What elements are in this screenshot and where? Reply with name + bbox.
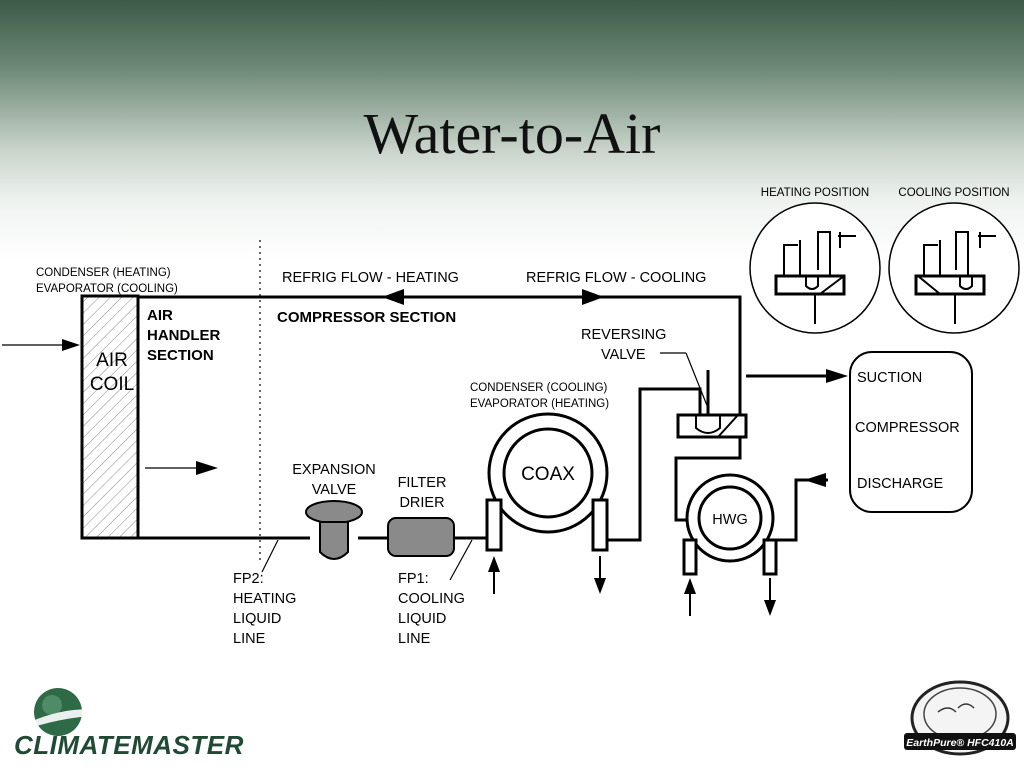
fp1-line-1: FP1: bbox=[398, 571, 429, 587]
expansion-valve-body bbox=[319, 521, 349, 560]
expansion-label-1: EXPANSION bbox=[292, 462, 376, 478]
air-coil-label-2: COIL bbox=[90, 374, 134, 395]
coax-to-reversing-line bbox=[607, 387, 702, 542]
evaporator-cooling-label: EVAPORATOR (COOLING) bbox=[36, 283, 178, 295]
condenser-heating-label: CONDENSER (HEATING) bbox=[36, 267, 171, 279]
cooling-position-inset bbox=[888, 202, 1020, 334]
cooling-position-label: COOLING POSITION bbox=[898, 187, 1009, 199]
air-coil bbox=[80, 294, 140, 540]
hwg-label: HWG bbox=[712, 512, 747, 528]
filter-label-2: DRIER bbox=[399, 495, 444, 511]
air-in-arrowhead bbox=[62, 339, 80, 351]
expansion-label-2: VALVE bbox=[312, 482, 357, 498]
coax-water-in-arrowhead bbox=[488, 556, 500, 572]
refrig-flow-cooling-label: REFRIG FLOW - COOLING bbox=[526, 270, 706, 286]
coax-label: COAX bbox=[521, 464, 575, 485]
flow-cooling-arrowhead bbox=[582, 289, 604, 305]
fp2-line-1: FP2: bbox=[233, 571, 264, 587]
fp2-line-4: LINE bbox=[233, 631, 266, 647]
fp2-leader bbox=[261, 539, 279, 573]
reversing-valve-leader bbox=[685, 352, 709, 409]
climatemaster-logo: CLIMATEMASTER bbox=[14, 730, 244, 760]
air-out-arrowhead bbox=[196, 461, 218, 475]
air-handler-label-1: AIR bbox=[147, 307, 173, 324]
filter-drier bbox=[387, 517, 455, 557]
reversing-label-1: REVERSING bbox=[581, 327, 666, 343]
expansion-valve-cap bbox=[305, 500, 363, 524]
discharge-line bbox=[776, 478, 828, 542]
fp2-line-2: HEATING bbox=[233, 591, 296, 607]
fp1-leader bbox=[449, 539, 473, 581]
fp1-line-3: LIQUID bbox=[398, 611, 446, 627]
coax-right-pipe bbox=[591, 498, 609, 552]
fp2-line-3: LIQUID bbox=[233, 611, 281, 627]
hwg-left-pipe bbox=[682, 538, 698, 576]
filter-label-1: FILTER bbox=[398, 475, 447, 491]
coax-evaporator-label: EVAPORATOR (HEATING) bbox=[470, 398, 609, 410]
heating-position-label: HEATING POSITION bbox=[761, 187, 869, 199]
slide-title: Water-to-Air bbox=[363, 101, 661, 166]
coax-condenser-label: CONDENSER (COOLING) bbox=[470, 382, 608, 394]
coax-left-pipe bbox=[485, 498, 503, 552]
air-coil-label-1: AIR bbox=[96, 350, 128, 371]
air-handler-label-2: HANDLER bbox=[147, 327, 220, 344]
coax-water-out-arrowhead bbox=[594, 578, 606, 594]
reversing-valve-slash bbox=[717, 414, 739, 438]
compressor-section-label: COMPRESSOR SECTION bbox=[277, 309, 456, 326]
reversing-valve-slider bbox=[695, 415, 721, 434]
fp1-line-2: COOLING bbox=[398, 591, 465, 607]
hwg-right-pipe bbox=[762, 538, 778, 576]
reversing-to-hwg-line bbox=[674, 437, 742, 522]
discharge-arrowhead bbox=[804, 473, 826, 487]
compressor-label: COMPRESSOR bbox=[855, 420, 960, 436]
air-handler-label-3: SECTION bbox=[147, 347, 214, 364]
refrig-flow-heating-label: REFRIG FLOW - HEATING bbox=[282, 270, 459, 286]
hwg-inner bbox=[697, 485, 763, 551]
hwg-water-in-arrowhead bbox=[684, 578, 696, 594]
earthpure-badge-text: EarthPure® HFC410A bbox=[906, 737, 1014, 749]
earthpure-badge: EarthPure® HFC410A bbox=[904, 680, 1016, 756]
discharge-label: DISCHARGE bbox=[857, 476, 944, 492]
hwg-water-out-arrowhead bbox=[764, 600, 776, 616]
compressor-box bbox=[849, 351, 973, 513]
reversing-label-2: VALVE bbox=[601, 347, 646, 363]
suction-arrowhead bbox=[826, 369, 848, 383]
coax-inner bbox=[502, 427, 594, 519]
top-refrigerant-line bbox=[138, 295, 742, 415]
suction-label: SUCTION bbox=[857, 370, 922, 386]
climatemaster-globe-icon bbox=[30, 688, 130, 736]
fp1-line-4: LINE bbox=[398, 631, 431, 647]
flow-heating-arrowhead bbox=[382, 289, 404, 305]
heating-position-inset bbox=[749, 202, 881, 334]
